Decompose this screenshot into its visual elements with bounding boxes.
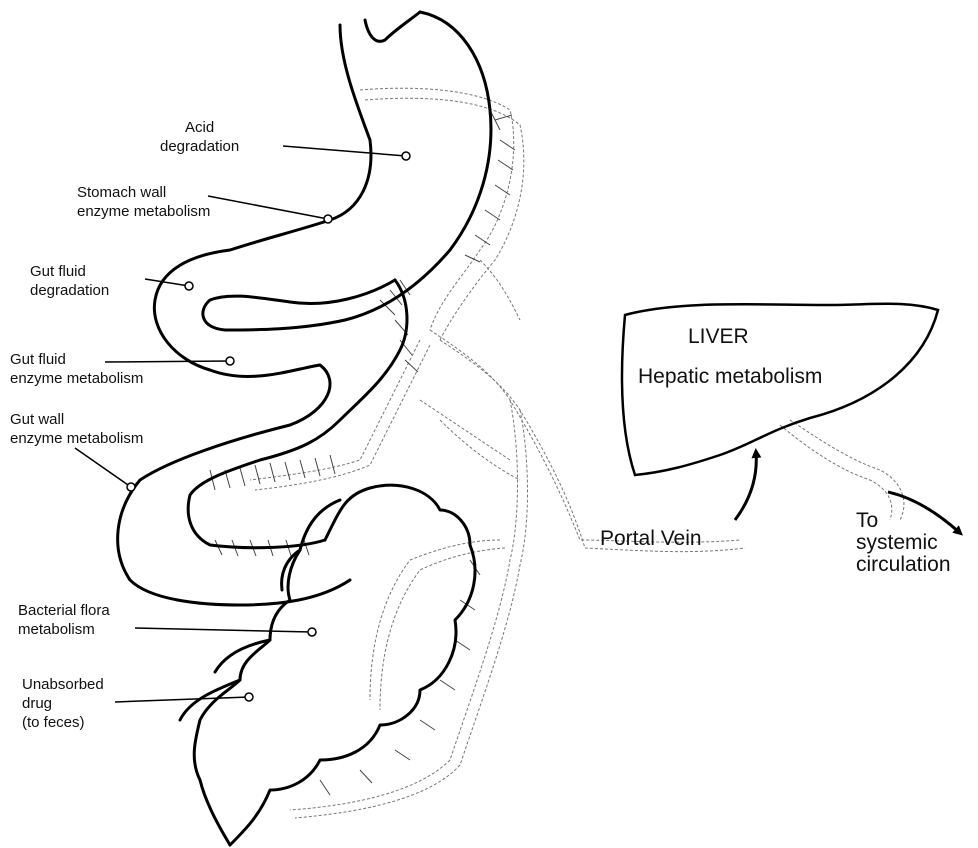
portal-vein-label: Portal Vein bbox=[600, 527, 702, 551]
label-gut-fluid-enzyme: Gut fluid enzyme metabolism bbox=[10, 350, 143, 388]
esophagus-left bbox=[365, 12, 420, 41]
colon bbox=[230, 485, 475, 845]
label-acid-degradation: Acid degradation bbox=[160, 118, 239, 156]
duodenum bbox=[188, 280, 407, 548]
label-bacterial-flora: Bacterial flora metabolism bbox=[18, 601, 110, 639]
portal-vein-arrow bbox=[735, 452, 756, 520]
stomach-inner bbox=[203, 12, 491, 330]
label-unabsorbed-drug: Unabsorbed drug (to feces) bbox=[22, 675, 104, 732]
label-gut-fluid-degradation: Gut fluid degradation bbox=[30, 262, 109, 300]
liver-outline bbox=[622, 304, 938, 475]
systemic-circulation-label: To systemic circulation bbox=[856, 510, 951, 576]
capillaries bbox=[210, 110, 515, 795]
liver-title: LIVER bbox=[688, 325, 749, 349]
stomach-outer bbox=[118, 25, 371, 605]
leader-endpoints bbox=[127, 152, 410, 701]
blood-vessels bbox=[250, 88, 904, 818]
label-gut-wall-enzyme: Gut wall enzyme metabolism bbox=[10, 410, 143, 448]
liver-subtitle: Hepatic metabolism bbox=[638, 365, 822, 389]
label-stomach-wall-enzyme: Stomach wall enzyme metabolism bbox=[77, 183, 210, 221]
